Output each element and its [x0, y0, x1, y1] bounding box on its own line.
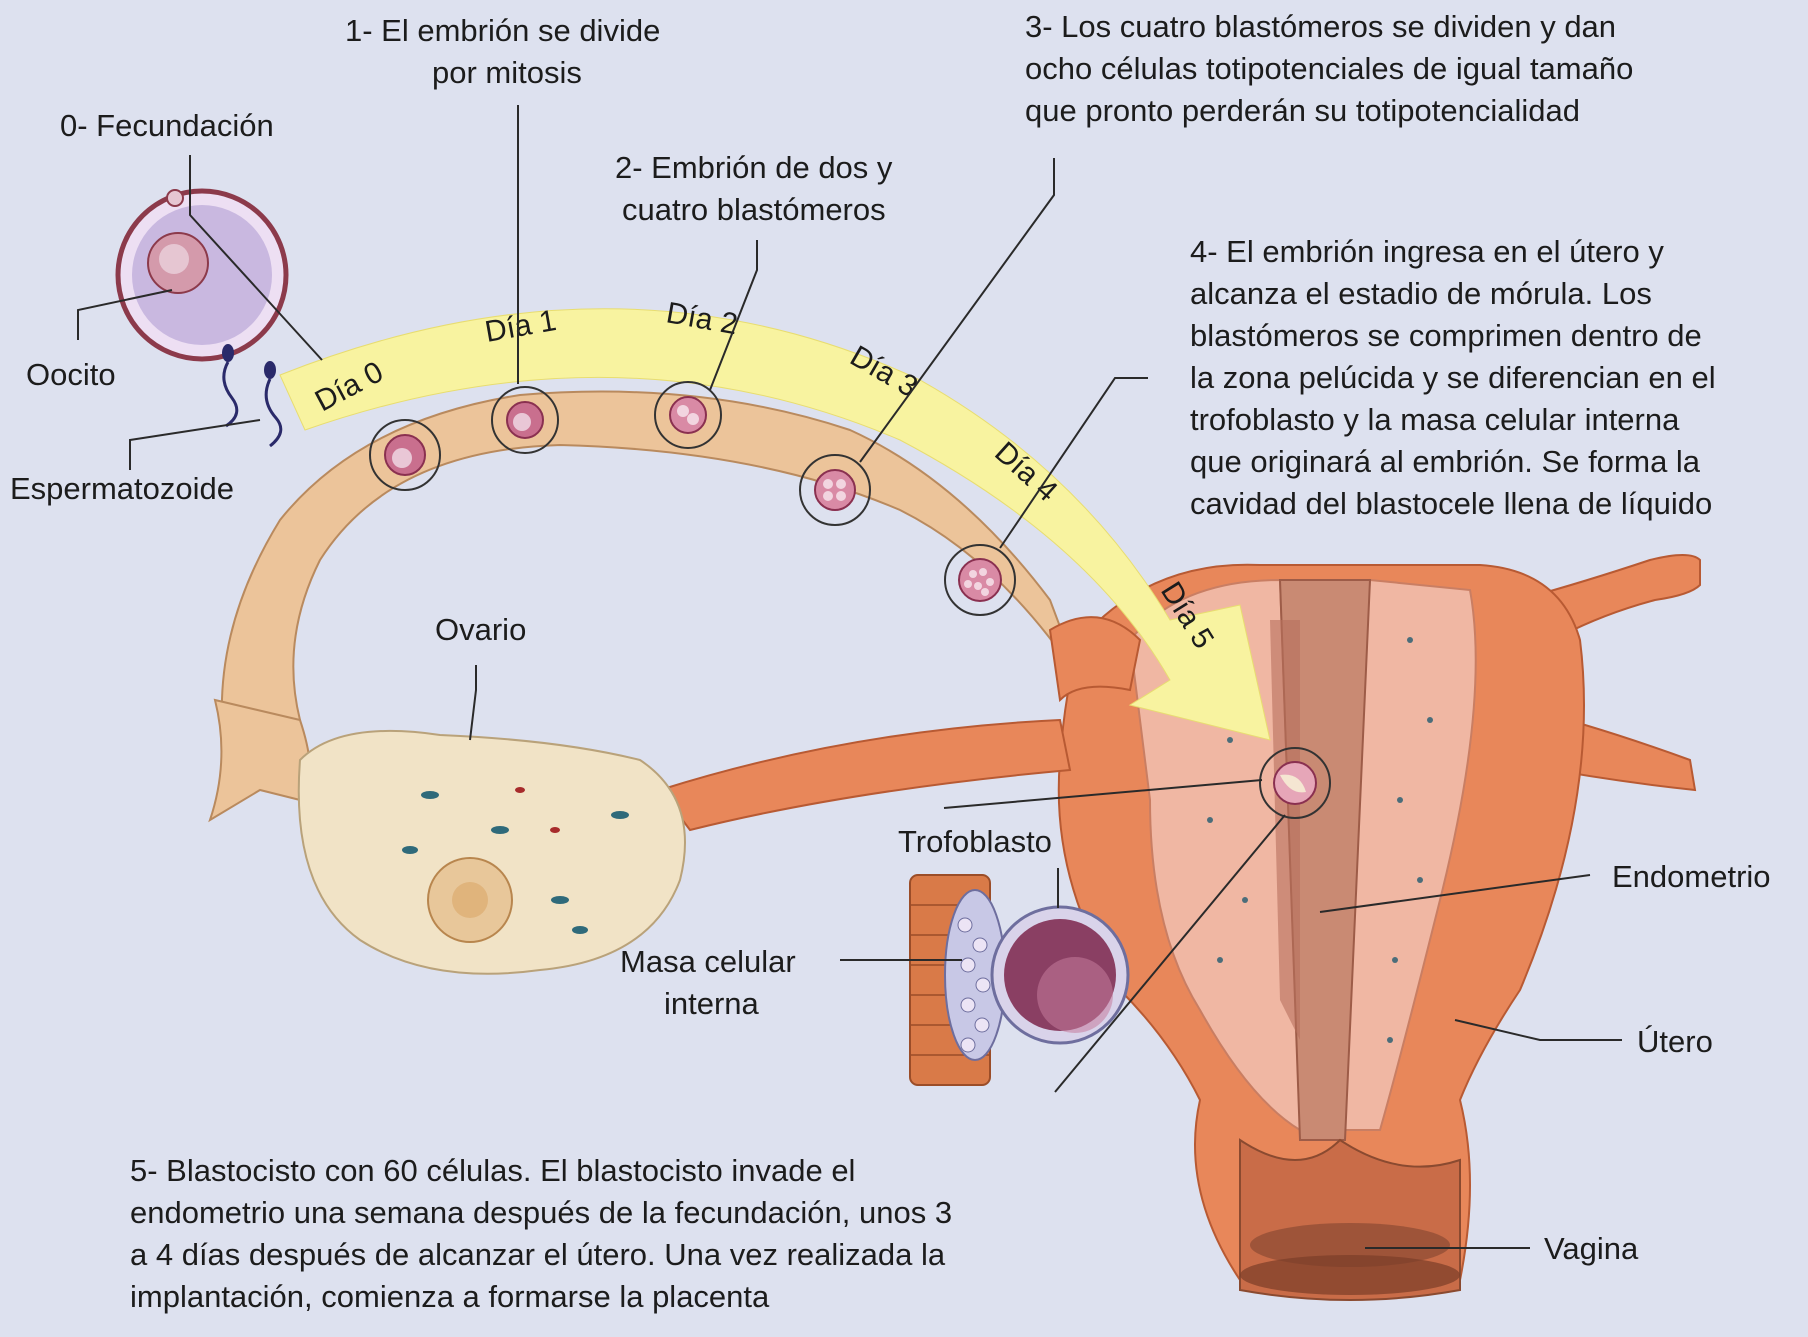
uterus	[1059, 555, 1700, 1300]
step-2-line-2: cuatro blastómeros	[622, 192, 886, 227]
ovary	[299, 731, 685, 974]
ovario-label: Ovario	[435, 612, 526, 647]
masa-celular-label-line-2: interna	[664, 986, 760, 1021]
step-3-line-3: que pronto perderán su totipotencialidad	[1025, 93, 1580, 128]
step-3-line-1: 3- Los cuatro blastómeros se dividen y d…	[1025, 9, 1616, 44]
oocito-label: Oocito	[26, 357, 116, 392]
step-4-line-5: trofoblasto y la masa celular interna	[1190, 402, 1680, 437]
step-1-line-2: por mitosis	[432, 55, 582, 90]
utero-label: Útero	[1637, 1024, 1713, 1059]
oocyte-illustration	[118, 190, 286, 359]
step-2-line-1: 2- Embrión de dos y	[615, 150, 893, 185]
step-4-line-1: 4- El embrión ingresa en el útero y	[1190, 234, 1664, 269]
espermatozoide-label: Espermatozoide	[10, 471, 234, 506]
step-4-line-3: blastómeros se comprimen dentro de	[1190, 318, 1702, 353]
vagina-label: Vagina	[1544, 1231, 1639, 1266]
step-4-line-7: cavidad del blastocele llena de líquido	[1190, 486, 1712, 521]
step-4-line-6: que originará al embrión. Se forma la	[1190, 444, 1701, 479]
endometrio-label: Endometrio	[1612, 859, 1771, 894]
trofoblasto-label: Trofoblasto	[898, 824, 1052, 859]
step-1-line-1: 1- El embrión se divide	[345, 13, 660, 48]
step-3-line-2: ocho células totipotenciales de igual ta…	[1025, 51, 1633, 86]
step-5-line-1: 5- Blastocisto con 60 células. El blasto…	[130, 1153, 855, 1188]
step-4-line-2: alcanza el estadio de mórula. Los	[1190, 276, 1652, 311]
step-5-line-3: a 4 días después de alcanzar el útero. U…	[130, 1237, 946, 1272]
step-4-line-4: la zona pelúcida y se diferencian en el	[1190, 360, 1716, 395]
step-5-line-4: implantación, comienza a formarse la pla…	[130, 1279, 770, 1314]
step-5-line-2: endometrio una semana después de la fecu…	[130, 1195, 952, 1230]
step-0-label: 0- Fecundación	[60, 108, 274, 143]
sperm-illustration	[222, 344, 281, 446]
masa-celular-label-line-1: Masa celular	[620, 944, 796, 979]
